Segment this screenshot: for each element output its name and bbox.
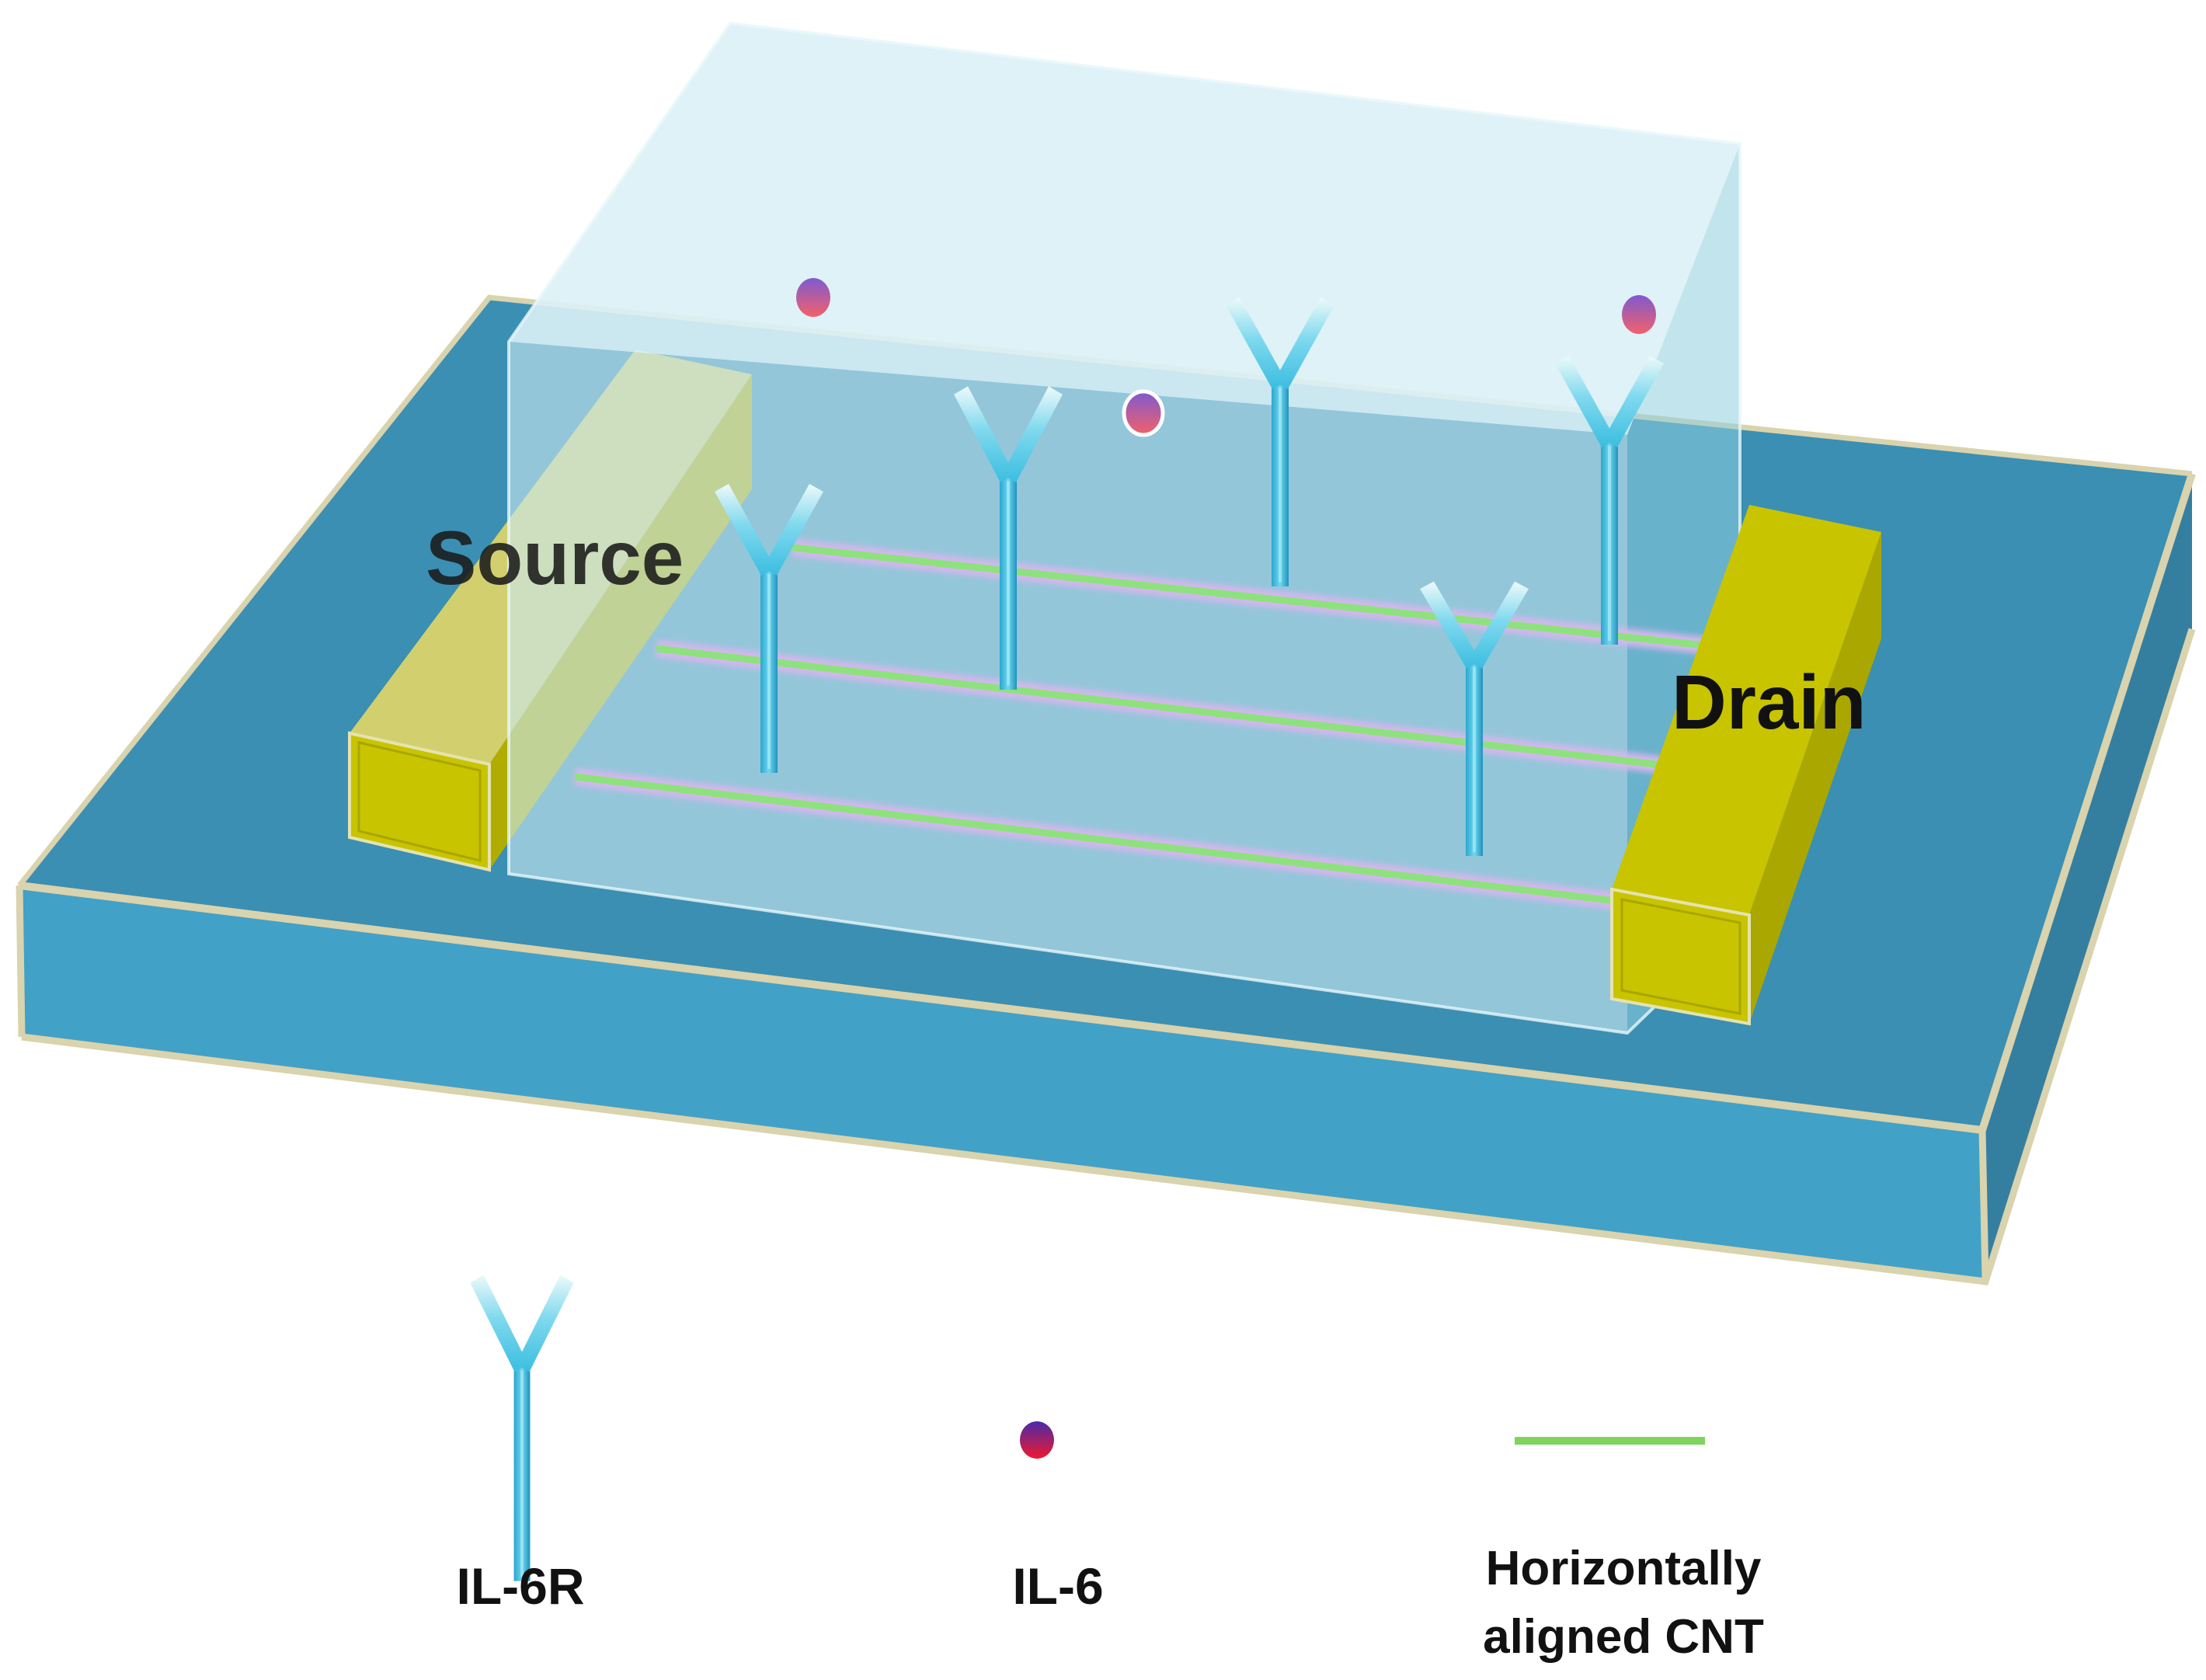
legend-receptor-icon [470,1275,574,1581]
legend: IL-6R IL-6 Horizontally aligned CNT [457,1275,1764,1664]
analyte-3 [1622,295,1656,334]
legend-cnt-label-line2: aligned CNT [1483,1610,1764,1664]
cnt-line-2 [655,640,1664,774]
substrate-front-face [19,885,1985,1282]
legend-receptor-label: IL-6R [457,1557,585,1615]
solution-volume [507,21,1741,1035]
cnt-line-1 [791,539,1757,659]
legend-analyte-label: IL-6 [1012,1557,1103,1615]
cnt-line-3 [573,768,1617,910]
source-label: Source [426,515,684,600]
drain-label: Drain [1672,659,1867,745]
analytes [796,278,1656,437]
legend-cnt: Horizontally aligned CNT [1483,1431,1764,1664]
analyte-1 [796,278,830,317]
legend-analyte: IL-6 [1012,1421,1104,1615]
drain-electrode [1610,505,1881,1026]
legend-analyte-icon [1020,1421,1054,1459]
substrate-right-face [1982,474,2192,1282]
analyte-2 [1122,389,1165,437]
cnt-channels [573,539,1757,910]
legend-cnt-label-line1: Horizontally [1486,1542,1762,1595]
legend-receptor: IL-6R [457,1275,585,1615]
